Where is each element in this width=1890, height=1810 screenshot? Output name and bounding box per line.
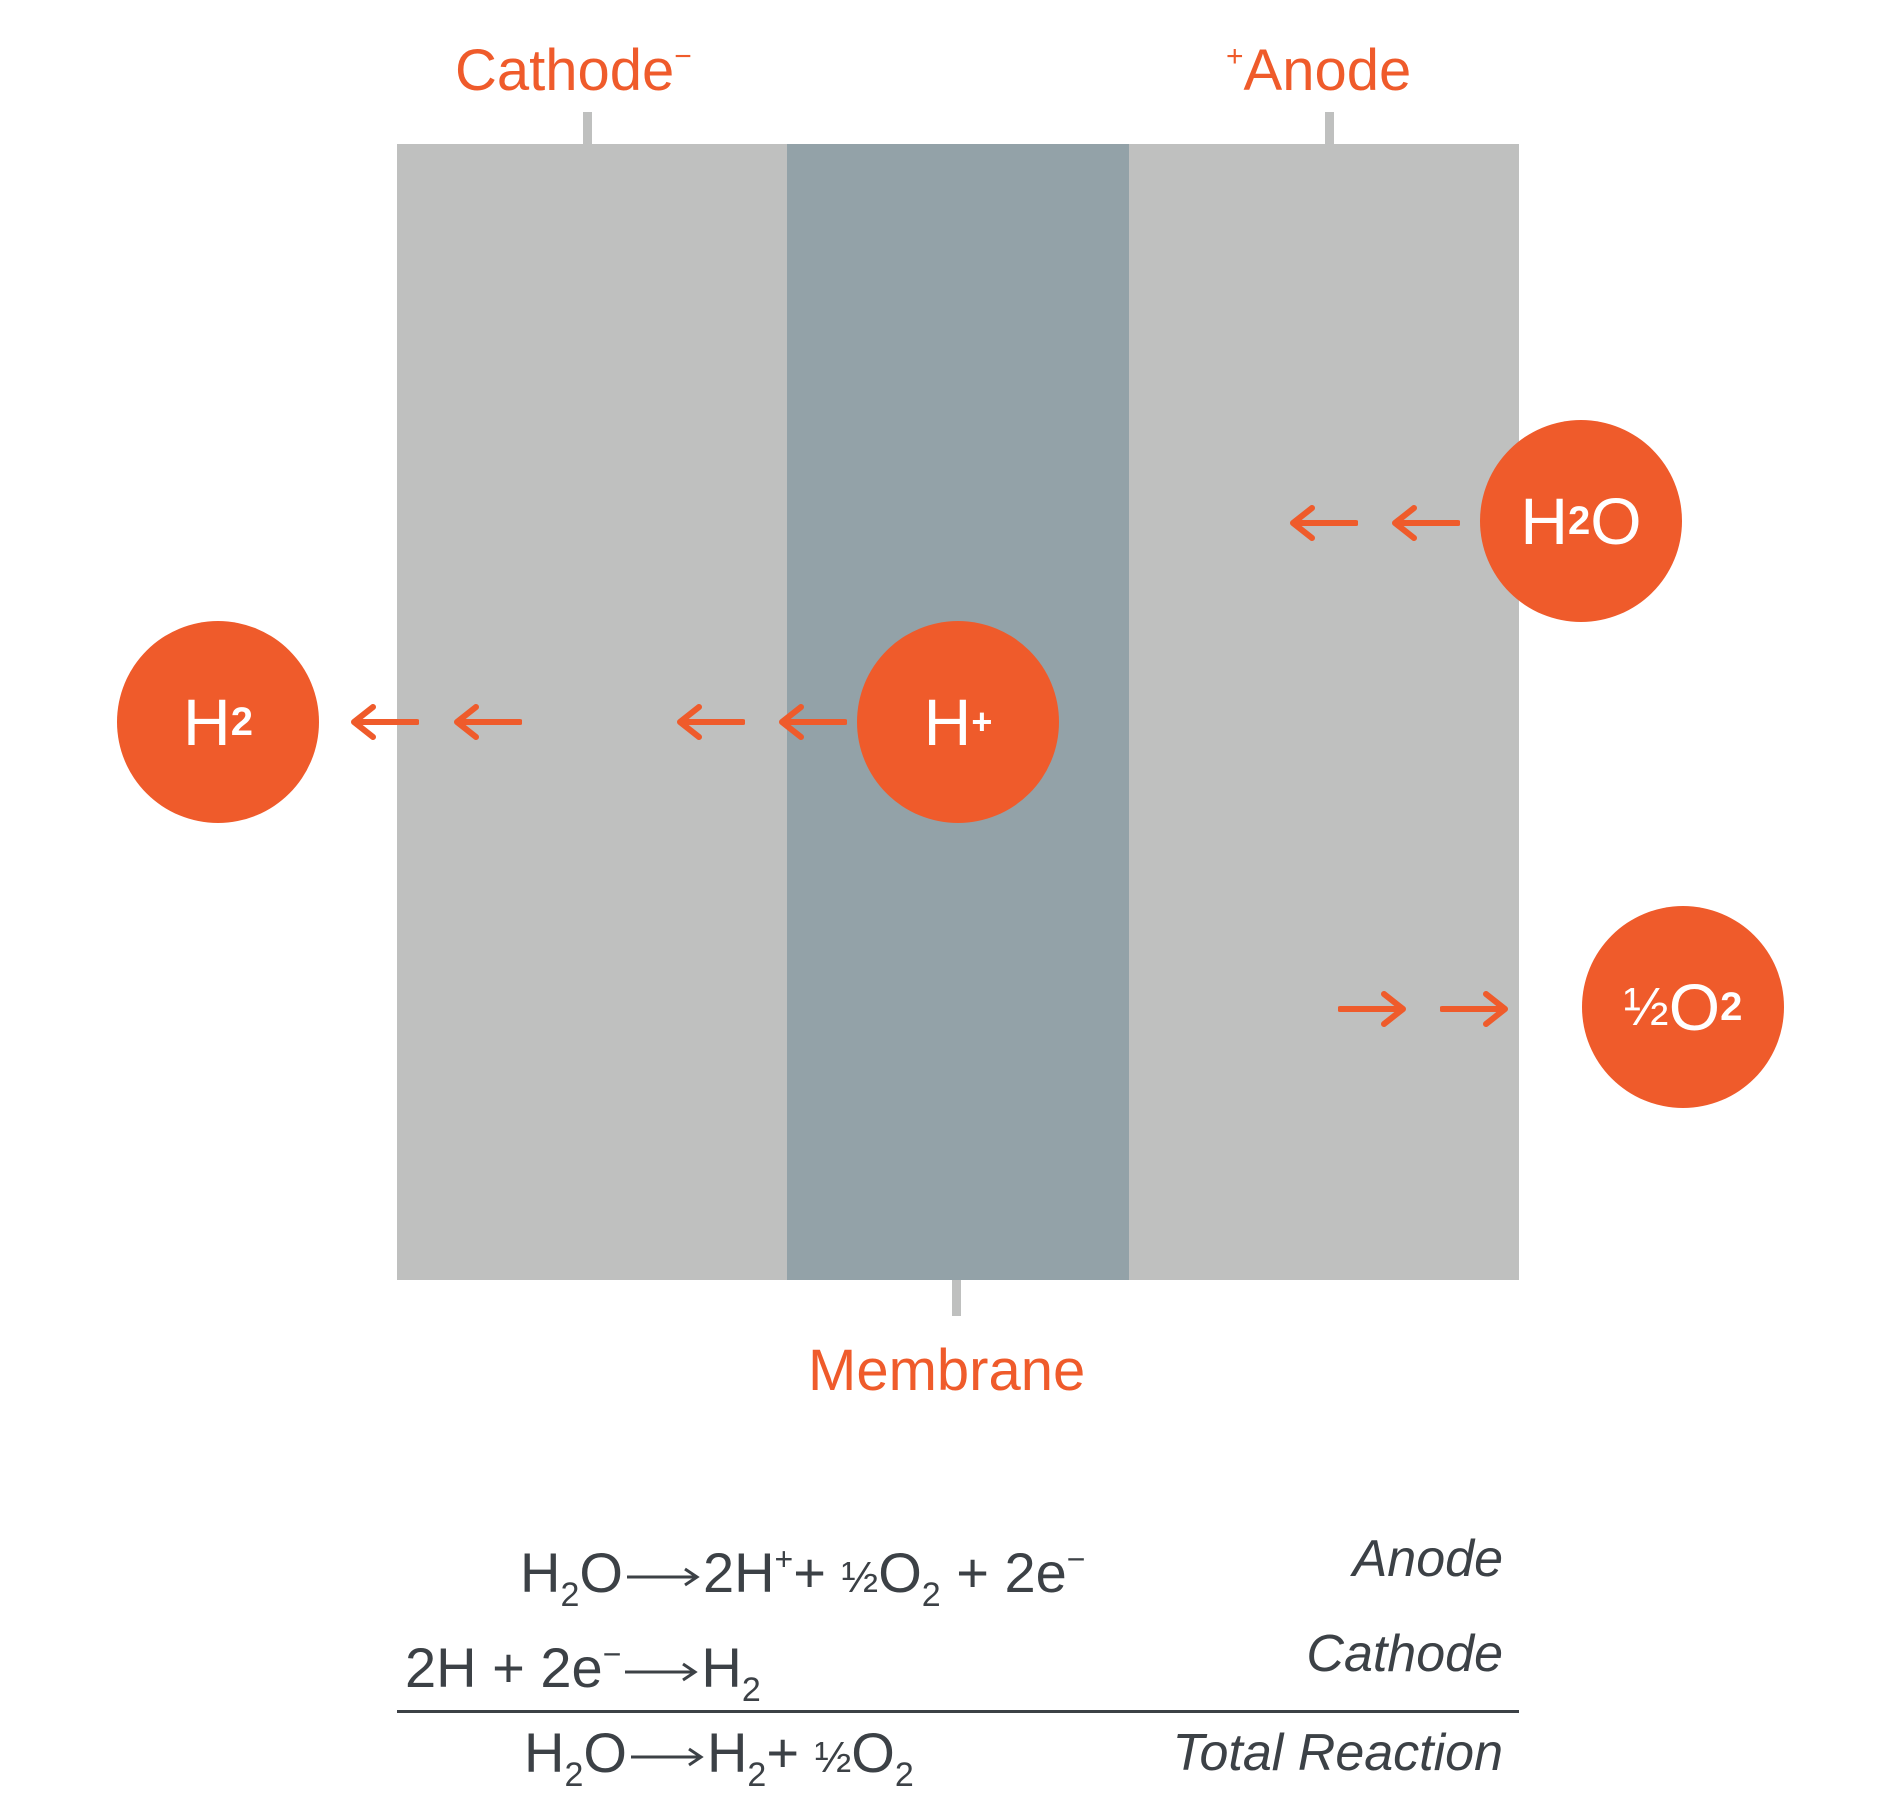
cathode-sign: − bbox=[674, 40, 692, 73]
eq-sup: − bbox=[602, 1636, 622, 1672]
eq-text: + bbox=[793, 1541, 842, 1604]
h2o-tail: O bbox=[1590, 484, 1642, 558]
arrow-left-icon bbox=[454, 704, 522, 740]
eq-text: O bbox=[851, 1721, 895, 1784]
cathode-connector bbox=[583, 112, 592, 144]
membrane-label: Membrane bbox=[808, 1342, 1085, 1400]
cathode-label: Cathode− bbox=[455, 42, 692, 100]
reaction-arrow-icon bbox=[625, 1662, 699, 1682]
h-plus-ion: H+ bbox=[857, 621, 1059, 823]
reaction-arrow-icon bbox=[630, 1747, 704, 1767]
anode-electrode bbox=[1129, 144, 1519, 1280]
equation-divider bbox=[397, 1710, 1519, 1713]
anode-sign: + bbox=[1226, 40, 1244, 73]
arrow-left-icon bbox=[1290, 505, 1358, 541]
anode-label: +Anode bbox=[1226, 42, 1411, 100]
eq-sub: 2 bbox=[921, 1576, 941, 1614]
arrow-left-icon bbox=[1392, 505, 1460, 541]
arrow-left-icon bbox=[677, 704, 745, 740]
half-o2-sub: 2 bbox=[1720, 985, 1743, 1029]
h-plus-sup: + bbox=[971, 701, 993, 742]
membrane-connector bbox=[952, 1280, 961, 1316]
eq-text: 2H bbox=[702, 1541, 775, 1604]
half-o2-main: O bbox=[1668, 970, 1721, 1044]
cathode-electrode bbox=[397, 144, 787, 1280]
eq-text: + bbox=[766, 1721, 815, 1784]
eq-text: + 2e bbox=[940, 1541, 1067, 1604]
eq-sub: 2 bbox=[564, 1756, 584, 1794]
arrow-left-icon bbox=[351, 704, 419, 740]
anode-label-text: Anode bbox=[1243, 38, 1412, 103]
eq-text: O bbox=[878, 1541, 922, 1604]
eq-text: H bbox=[701, 1636, 742, 1699]
total-reaction-label: Total Reaction bbox=[1172, 1724, 1503, 1782]
eq-text: 2H + 2e bbox=[405, 1636, 603, 1699]
anode-connector bbox=[1325, 112, 1334, 144]
eq-sub: 2 bbox=[741, 1671, 761, 1709]
half-o2-frac: ½ bbox=[1623, 977, 1669, 1037]
eq-text: H bbox=[524, 1721, 565, 1784]
eq-frac: ½ bbox=[814, 1733, 852, 1782]
arrow-right-icon bbox=[1440, 991, 1508, 1027]
membrane-label-text: Membrane bbox=[808, 1338, 1086, 1403]
eq-frac: ½ bbox=[841, 1553, 879, 1602]
eq-sub: 2 bbox=[560, 1576, 580, 1614]
reaction-arrow-icon bbox=[626, 1567, 700, 1587]
eq-sub: 2 bbox=[894, 1756, 914, 1794]
cathode-equation-row: 2H + 2e− H2 Cathode bbox=[0, 1619, 1890, 1709]
anode-equation-label: Anode bbox=[1352, 1530, 1503, 1588]
eq-text: O bbox=[583, 1721, 627, 1784]
arrow-right-icon bbox=[1338, 991, 1406, 1027]
eq-text: H bbox=[520, 1541, 561, 1604]
eq-sup: + bbox=[774, 1541, 794, 1577]
h2-main: H bbox=[183, 685, 231, 759]
cathode-label-text: Cathode bbox=[455, 38, 675, 103]
h-plus-main: H bbox=[923, 685, 972, 759]
eq-sub: 2 bbox=[747, 1756, 767, 1794]
cathode-equation: 2H + 2e− H2 bbox=[405, 1619, 761, 1725]
eq-text: O bbox=[579, 1541, 623, 1604]
eq-sup: − bbox=[1066, 1541, 1086, 1577]
h2o-sub: 2 bbox=[1568, 499, 1591, 543]
h2-sub: 2 bbox=[230, 700, 253, 744]
eq-text: H bbox=[706, 1721, 748, 1784]
arrow-left-icon bbox=[779, 704, 847, 740]
h2o-main: H bbox=[1520, 484, 1569, 558]
cathode-equation-label: Cathode bbox=[1306, 1625, 1503, 1683]
